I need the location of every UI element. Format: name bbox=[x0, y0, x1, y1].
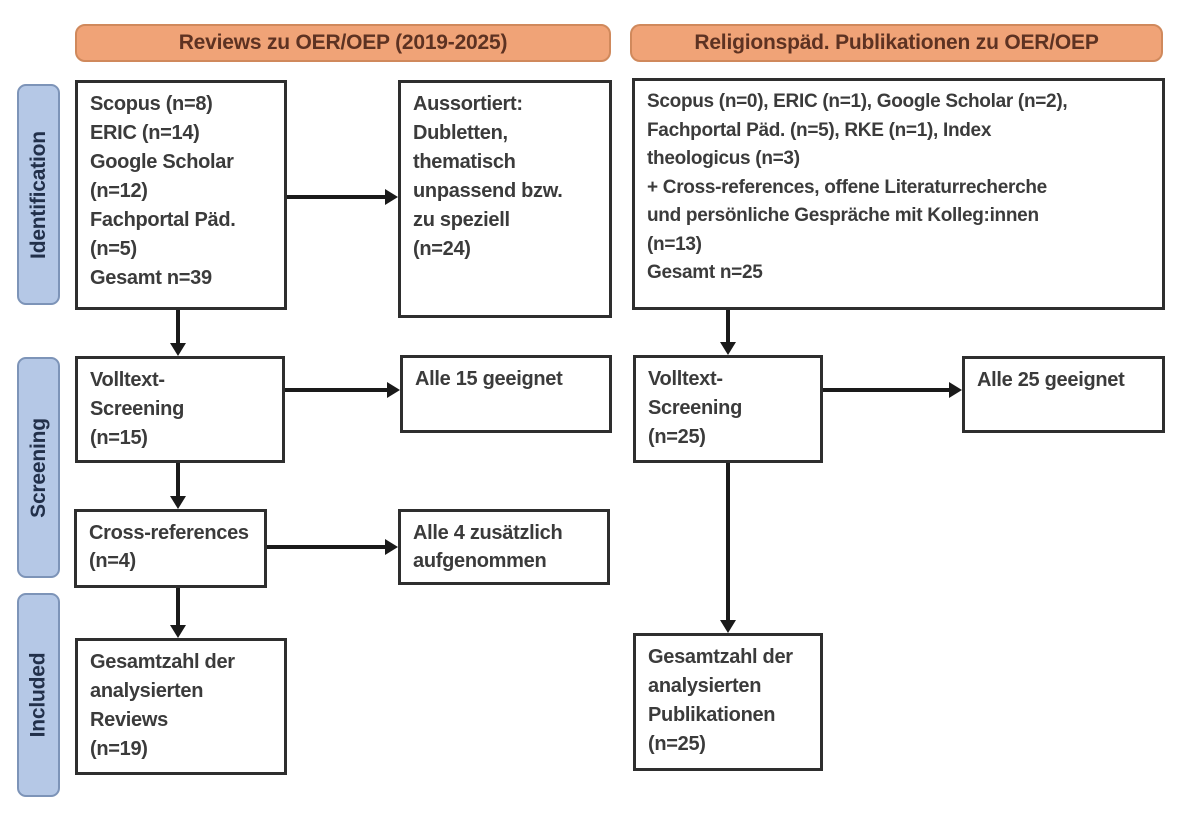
box-left-excluded: Aussortiert: Dubletten, thematisch unpas… bbox=[398, 80, 612, 318]
box-left-fulltext-result: Alle 15 geeignet bbox=[400, 355, 612, 433]
box-right-sources: Scopus (n=0), ERIC (n=1), Google Scholar… bbox=[632, 78, 1165, 310]
arrow-head-right-icon bbox=[385, 189, 398, 205]
stage-screening-label: Screening bbox=[26, 417, 50, 518]
arrow-head-right-icon bbox=[385, 539, 398, 555]
arrow-shaft bbox=[726, 310, 730, 342]
stage-identification: Identification bbox=[17, 84, 60, 305]
header-religionspaed: Religionspäd. Publikationen zu OER/OEP bbox=[630, 24, 1163, 62]
arrow-shaft bbox=[287, 195, 385, 199]
box-left-crossref-result: Alle 4 zusätzlich aufgenommen bbox=[398, 509, 610, 585]
arrow-head-down-icon bbox=[720, 342, 736, 355]
stage-identification-label: Identification bbox=[26, 130, 50, 259]
stage-included-label: Included bbox=[26, 652, 50, 738]
arrow-head-right-icon bbox=[949, 382, 962, 398]
arrow-shaft bbox=[176, 463, 180, 496]
stage-screening: Screening bbox=[17, 357, 60, 578]
box-left-sources: Scopus (n=8) ERIC (n=14) Google Scholar … bbox=[75, 80, 287, 310]
box-right-included-total: Gesamtzahl der analysierten Publikatione… bbox=[633, 633, 823, 771]
arrow-shaft bbox=[267, 545, 385, 549]
box-left-included-total: Gesamtzahl der analysierten Reviews (n=1… bbox=[75, 638, 287, 775]
arrow-head-down-icon bbox=[720, 620, 736, 633]
arrow-head-right-icon bbox=[387, 382, 400, 398]
arrow-shaft bbox=[176, 310, 180, 344]
arrow-shaft bbox=[726, 463, 730, 620]
arrow-shaft bbox=[285, 388, 387, 392]
box-right-fulltext-result: Alle 25 geeignet bbox=[962, 356, 1165, 433]
arrow-head-down-icon bbox=[170, 343, 186, 356]
arrow-shaft bbox=[176, 588, 180, 625]
box-left-crossref: Cross-references (n=4) bbox=[74, 509, 267, 588]
arrow-head-down-icon bbox=[170, 496, 186, 509]
header-reviews: Reviews zu OER/OEP (2019-2025) bbox=[75, 24, 611, 62]
box-left-fulltext-screening: Volltext- Screening (n=15) bbox=[75, 356, 285, 463]
box-right-fulltext-screening: Volltext- Screening (n=25) bbox=[633, 355, 823, 463]
arrow-shaft bbox=[823, 388, 949, 392]
arrow-head-down-icon bbox=[170, 625, 186, 638]
stage-included: Included bbox=[17, 593, 60, 797]
